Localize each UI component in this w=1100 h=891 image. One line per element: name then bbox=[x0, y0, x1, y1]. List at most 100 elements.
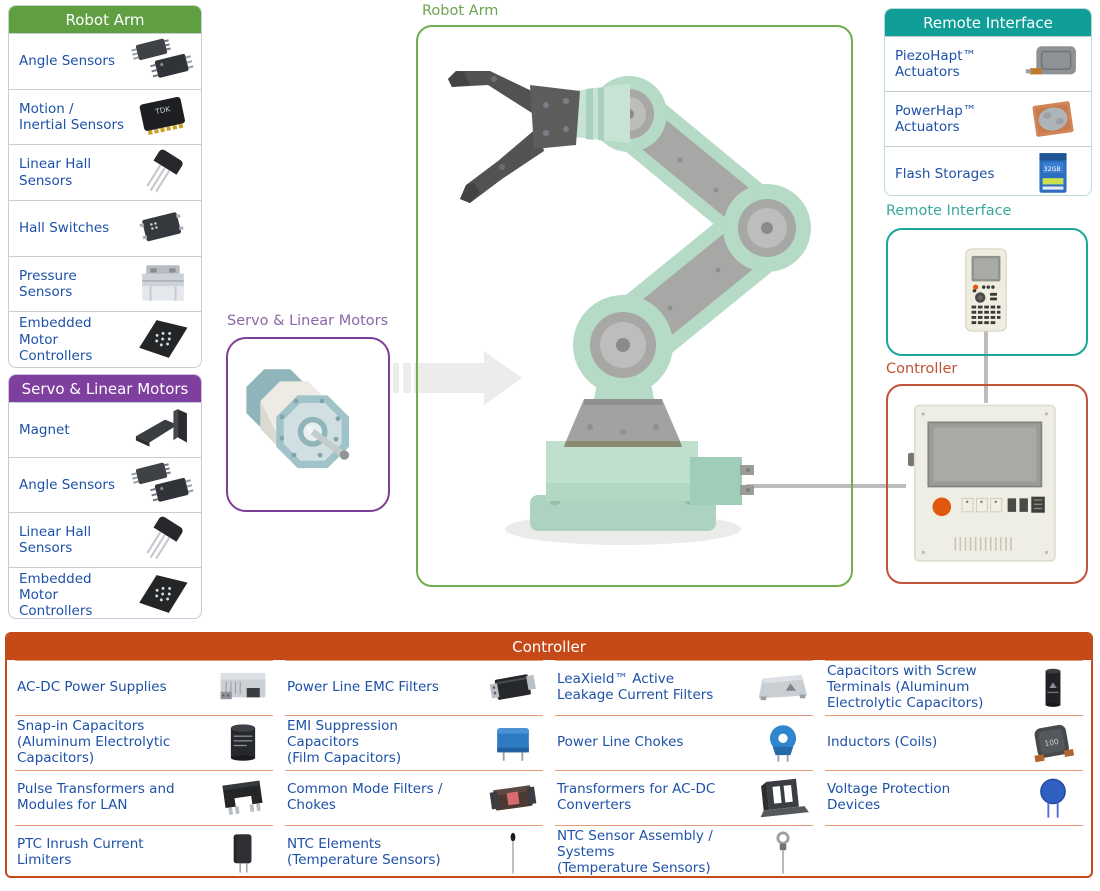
cm-filter-icon bbox=[485, 774, 541, 822]
product-label: Capacitors with Screw Terminals (Aluminu… bbox=[827, 663, 984, 711]
acdc-power-icon bbox=[215, 664, 271, 712]
product-label: LeaXield™ Active Leakage Current Filters bbox=[557, 671, 714, 703]
product-label: Voltage Protection Devices bbox=[827, 781, 951, 813]
product-row[interactable] bbox=[825, 825, 1083, 876]
product-label: AC-DC Power Supplies bbox=[17, 679, 167, 696]
product-label: Linear Hall Sensors bbox=[19, 156, 92, 189]
product-row[interactable]: Inductors (Coils) 100 bbox=[825, 715, 1083, 770]
product-row[interactable]: EMI Suppression Capacitors (Film Capacit… bbox=[285, 715, 543, 770]
remote-device-illustration bbox=[960, 244, 1012, 336]
panel-robot-arm: Robot Arm Angle Sensors Motion / Inertia… bbox=[8, 5, 202, 368]
product-row[interactable]: Pulse Transformers and Modules for LAN bbox=[15, 770, 273, 825]
product-row[interactable]: Snap-in Capacitors (Aluminum Electrolyti… bbox=[15, 715, 273, 770]
cable-remote-to-controller bbox=[984, 331, 988, 403]
panel-robot-arm-list: Angle Sensors Motion / Inertial Sensors … bbox=[9, 33, 201, 367]
motion-inertial-icon: TDK bbox=[131, 92, 195, 142]
product-row[interactable]: Angle Sensors bbox=[9, 457, 201, 512]
hall-switches-icon bbox=[131, 203, 195, 253]
robot-arm-illustration bbox=[418, 27, 851, 585]
panel-remote-interface: Remote Interface PiezoHapt™ Actuators Po… bbox=[884, 8, 1092, 196]
product-row[interactable]: Power Line Chokes bbox=[555, 715, 813, 770]
product-row[interactable]: AC-DC Power Supplies bbox=[15, 660, 273, 715]
product-row[interactable]: Linear Hall Sensors bbox=[9, 512, 201, 567]
product-label: Power Line Chokes bbox=[557, 734, 684, 751]
product-row[interactable]: Angle Sensors bbox=[9, 33, 201, 89]
screw-cap-icon bbox=[1025, 664, 1081, 712]
snapin-cap-icon bbox=[215, 719, 271, 767]
embedded-motor-icon bbox=[131, 315, 195, 365]
product-row[interactable]: Hall Switches bbox=[9, 200, 201, 256]
powerhap-icon bbox=[1021, 94, 1085, 144]
product-label: PowerHap™ Actuators bbox=[895, 102, 977, 135]
ntc-assembly-icon bbox=[755, 829, 811, 876]
embedded-motor-icon bbox=[131, 570, 195, 618]
empty-icon bbox=[1025, 829, 1081, 876]
product-row[interactable]: Transformers for AC-DC Converters bbox=[555, 770, 813, 825]
product-label: Linear Hall Sensors bbox=[19, 523, 92, 556]
product-row[interactable]: Motion / Inertial Sensors TDK bbox=[9, 88, 201, 145]
ntc-element-icon bbox=[485, 829, 541, 876]
controller-column-1: AC-DC Power Supplies Snap-in Capacitors … bbox=[15, 660, 273, 876]
linear-hall-icon bbox=[131, 515, 195, 565]
product-row[interactable]: Common Mode Filters / Chokes bbox=[285, 770, 543, 825]
panel-robot-arm-header: Robot Arm bbox=[9, 6, 201, 33]
controller-column-3: LeaXield™ Active Leakage Current Filters… bbox=[555, 660, 813, 876]
magnet-icon bbox=[131, 405, 195, 455]
product-row[interactable]: Linear Hall Sensors bbox=[9, 144, 201, 200]
product-label: NTC Elements (Temperature Sensors) bbox=[287, 836, 441, 868]
product-label: Power Line EMC Filters bbox=[287, 679, 439, 696]
panel-controller-header: Controller bbox=[7, 634, 1091, 660]
panel-controller-grid: AC-DC Power Supplies Snap-in Capacitors … bbox=[7, 660, 1091, 876]
product-row[interactable]: Voltage Protection Devices bbox=[825, 770, 1083, 825]
product-row[interactable]: Embedded Motor Controllers bbox=[9, 567, 201, 618]
svg-text:32GB: 32GB bbox=[1044, 166, 1061, 173]
cable-robot-to-controller bbox=[746, 484, 906, 488]
product-row[interactable]: NTC Elements (Temperature Sensors) bbox=[285, 825, 543, 876]
robot-arm-box-label: Robot Arm bbox=[422, 3, 499, 19]
product-label: PiezoHapt™ Actuators bbox=[895, 47, 977, 80]
product-label: Angle Sensors bbox=[19, 53, 116, 70]
product-label: Motion / Inertial Sensors bbox=[19, 100, 125, 133]
product-label: Flash Storages bbox=[895, 165, 995, 182]
panel-controller: Controller AC-DC Power Supplies Snap-in … bbox=[5, 632, 1093, 878]
product-label: Pulse Transformers and Modules for LAN bbox=[17, 781, 175, 813]
product-row[interactable]: Pressure Sensors bbox=[9, 255, 201, 312]
flow-arrow-icon bbox=[393, 351, 522, 405]
controller-column-2: Power Line EMC Filters EMI Suppression C… bbox=[285, 660, 543, 876]
pulse-transformer-icon bbox=[215, 774, 271, 822]
panel-servo-motors-list: Magnet Angle Sensors Linear Hall Sensors… bbox=[9, 402, 201, 618]
product-label: Pressure Sensors bbox=[19, 267, 77, 301]
controller-column-4: Capacitors with Screw Terminals (Aluminu… bbox=[825, 660, 1083, 876]
angle-sensors-icon bbox=[131, 460, 195, 510]
product-row[interactable]: Embedded Motor Controllers bbox=[9, 311, 201, 367]
product-row[interactable]: Capacitors with Screw Terminals (Aluminu… bbox=[825, 660, 1083, 715]
product-label: Common Mode Filters / Chokes bbox=[287, 781, 443, 813]
product-row[interactable]: Flash Storages 32GB bbox=[885, 146, 1091, 195]
product-row[interactable]: PowerHap™ Actuators bbox=[885, 91, 1091, 146]
inductor-icon: 100 bbox=[1025, 719, 1081, 767]
product-label: PTC Inrush Current Limiters bbox=[17, 836, 144, 868]
emc-filter-icon bbox=[485, 664, 541, 712]
linear-hall-icon bbox=[131, 148, 195, 198]
choke-icon bbox=[755, 719, 811, 767]
product-row[interactable]: PTC Inrush Current Limiters bbox=[15, 825, 273, 876]
angle-sensors-icon bbox=[131, 36, 195, 86]
remote-interface-box-label: Remote Interface bbox=[886, 203, 1012, 219]
varistor-icon bbox=[1025, 774, 1081, 822]
product-row[interactable]: LeaXield™ Active Leakage Current Filters bbox=[555, 660, 813, 715]
product-label: Inductors (Coils) bbox=[827, 734, 938, 751]
product-row[interactable]: Power Line EMC Filters bbox=[285, 660, 543, 715]
product-label: Hall Switches bbox=[19, 220, 110, 237]
product-label: NTC Sensor Assembly / Systems (Temperatu… bbox=[557, 828, 713, 876]
remote-interface-box bbox=[886, 228, 1088, 356]
pressure-sensors-icon bbox=[131, 259, 195, 309]
product-label: Magnet bbox=[19, 421, 70, 438]
robot-arm-box bbox=[416, 25, 853, 587]
flash-storage-icon: 32GB bbox=[1021, 149, 1085, 195]
product-row[interactable]: Magnet bbox=[9, 402, 201, 457]
product-label: Embedded Motor Controllers bbox=[19, 315, 93, 364]
panel-servo-motors: Servo & Linear Motors Magnet Angle Senso… bbox=[8, 374, 202, 619]
product-row[interactable]: NTC Sensor Assembly / Systems (Temperatu… bbox=[555, 825, 813, 876]
product-row[interactable]: PiezoHapt™ Actuators bbox=[885, 36, 1091, 91]
